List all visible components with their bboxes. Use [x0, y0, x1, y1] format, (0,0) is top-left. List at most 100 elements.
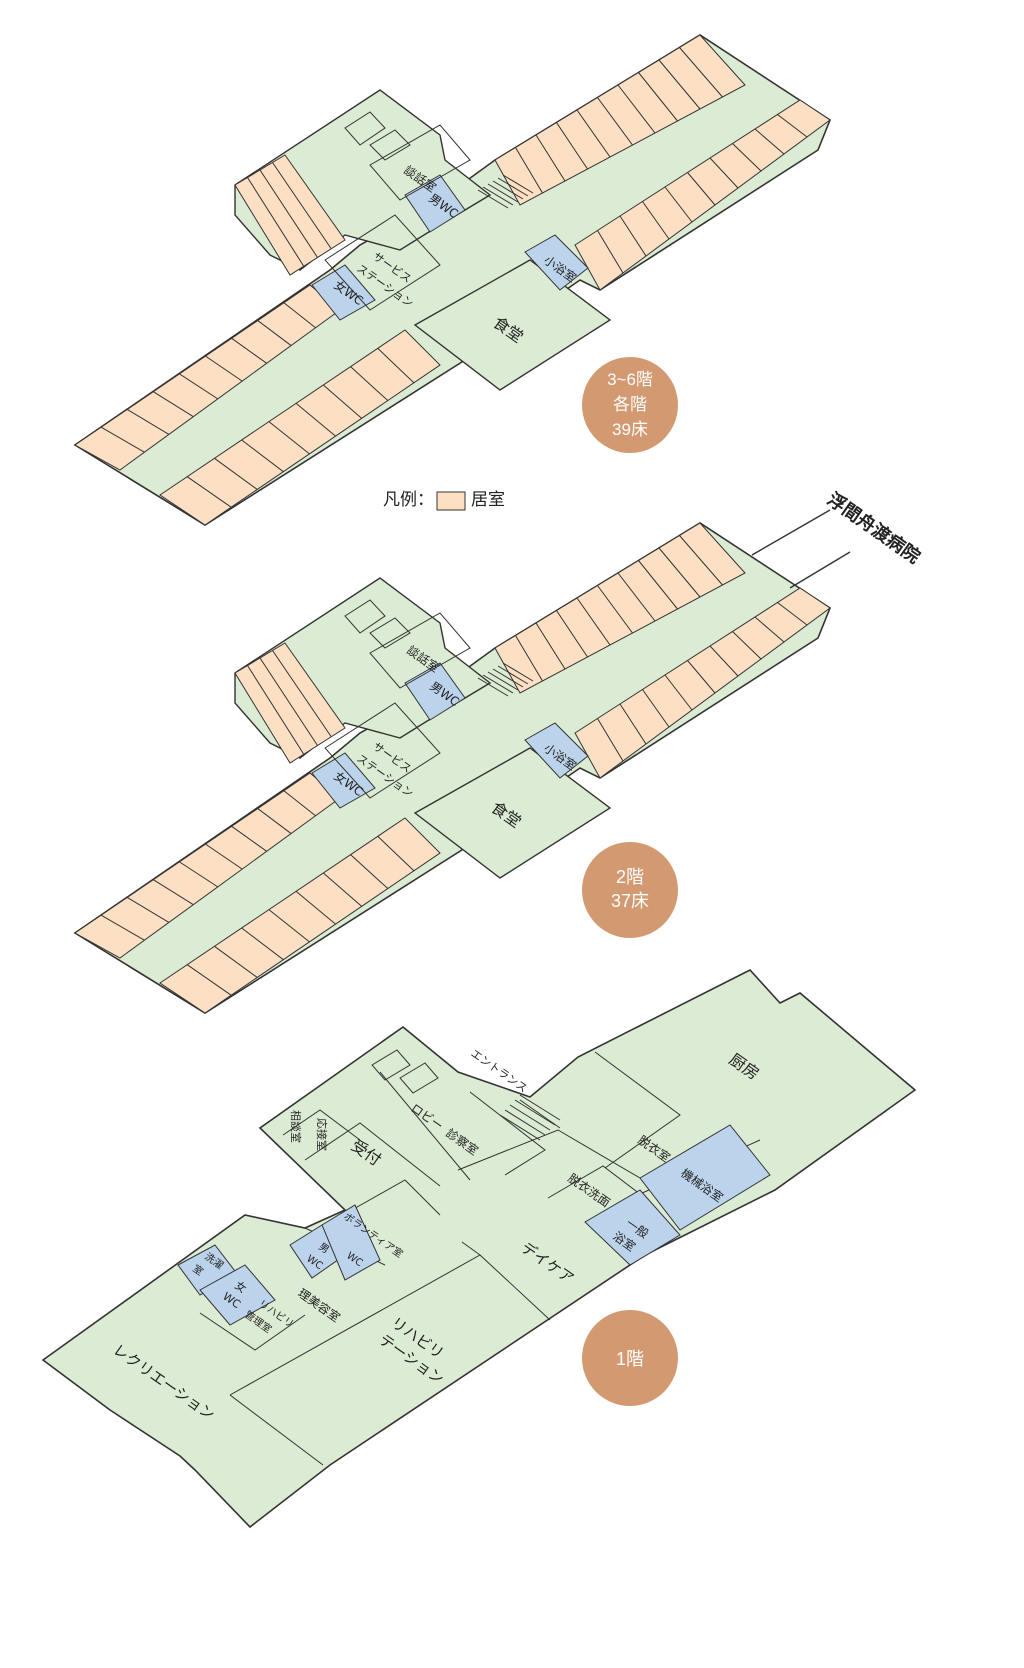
- consult-room-label: 相談室: [289, 1110, 303, 1143]
- east-south-rooms-divider: [732, 143, 762, 172]
- badge-line-1: 1階: [616, 1349, 644, 1369]
- west-south-rooms-divider: [377, 347, 415, 384]
- west-south-rooms-divider: [241, 927, 284, 961]
- men-wc-room: [404, 662, 466, 721]
- east-north-rooms-divider: [638, 72, 678, 122]
- badge-line-2: 37床: [611, 891, 649, 911]
- east-south-rooms-divider: [619, 215, 647, 257]
- stair-step: [482, 186, 514, 206]
- west-north-rooms-divider: [126, 409, 170, 435]
- east-north-rooms-divider: [515, 147, 543, 194]
- west-south-rooms-divider: [377, 835, 415, 872]
- east-north-rooms-divider: [535, 134, 566, 182]
- center-west-rooms-divider: [272, 650, 332, 738]
- center-west-rooms-divider: [247, 665, 305, 755]
- west-south-rooms-divider: [295, 402, 336, 437]
- corridor-base: [73, 34, 831, 526]
- floor-2-badge: 2階 37床: [582, 842, 678, 938]
- east-north-rooms-divider: [515, 635, 543, 682]
- west-north-rooms-divider: [283, 302, 316, 329]
- floor-2-shapes: [73, 522, 831, 1014]
- east-north-rooms: [494, 34, 746, 206]
- east-south-rooms-divider: [597, 230, 624, 274]
- stair-step: [492, 668, 524, 688]
- men-wc-room: [404, 174, 466, 233]
- stair-step: [497, 665, 529, 685]
- floor-1-elevators: [371, 1049, 439, 1094]
- stair-step: [477, 189, 509, 209]
- floor-1-stairs: [499, 1094, 561, 1141]
- stair-step: [487, 183, 519, 203]
- badge-line-3: 39床: [612, 420, 648, 439]
- east-north-rooms-divider: [597, 97, 633, 146]
- floor-1-walls: [199, 1051, 761, 1466]
- reception-room-label: 応接室: [315, 1118, 329, 1151]
- east-south-rooms-divider: [754, 128, 785, 155]
- west-north-rooms-divider: [100, 914, 145, 941]
- east-south-rooms-divider: [642, 689, 670, 728]
- west-south-rooms-divider: [214, 945, 258, 978]
- wc-room: [321, 1204, 381, 1281]
- general-bath-room: [584, 1189, 681, 1266]
- west-south-rooms-divider: [186, 476, 232, 508]
- east-south-rooms-divider: [709, 645, 739, 677]
- elevator-1: [344, 599, 386, 634]
- elevator-2: [369, 129, 411, 161]
- west-north-rooms-divider: [283, 790, 316, 817]
- elevator-1: [344, 111, 386, 146]
- west-south-rooms-divider: [268, 421, 310, 455]
- east-south-rooms-divider: [619, 703, 647, 745]
- east-south-rooms-divider: [687, 172, 716, 206]
- center-west-rooms-divider: [247, 177, 305, 267]
- east-north-rooms-divider: [576, 109, 611, 158]
- east-south-rooms-divider: [732, 631, 762, 660]
- west-north-rooms-divider: [153, 391, 194, 418]
- talk-room-outline: [369, 612, 471, 689]
- west-south-rooms-divider: [295, 890, 336, 925]
- stair-step: [477, 677, 509, 697]
- east-south-rooms: [574, 99, 831, 291]
- west-north-rooms-divider: [257, 320, 292, 346]
- stair-step: [502, 662, 534, 682]
- east-south-rooms-divider: [642, 201, 670, 240]
- legend-swatch: [436, 491, 466, 511]
- service-station-outline: [324, 214, 441, 311]
- floor-1-badge: 1階: [582, 1310, 678, 1406]
- floor-3-6-plan: 談話室 男WC サービス ステーション 女WC 小浴室 食堂 3~6階 各階 3…: [73, 34, 831, 526]
- east-north-rooms-divider: [638, 560, 678, 610]
- east-south-rooms-divider: [777, 114, 808, 138]
- stair-step: [497, 177, 529, 197]
- corridor-base: [73, 522, 831, 1014]
- west-north-rooms-divider: [153, 879, 194, 906]
- floor-1-plan: 厨房 エントランス ロビー 相談室 応接室 受付 診察室 脱衣室 機械浴室 脱衣…: [41, 969, 917, 1529]
- east-south-rooms-divider: [777, 602, 808, 626]
- east-north-rooms-divider: [679, 47, 723, 98]
- legend-label: 居室: [471, 490, 505, 510]
- east-north-rooms-divider: [597, 585, 633, 634]
- west-north-rooms-divider: [231, 825, 267, 852]
- floor-3-6-badge: 3~6階 各階 39床: [582, 357, 678, 453]
- badge-line-1: 2階: [616, 867, 644, 887]
- women-wc-room: [311, 264, 376, 321]
- stair-step: [482, 674, 514, 694]
- west-south-rooms-divider: [323, 384, 362, 419]
- east-south-rooms-divider: [709, 157, 739, 189]
- badge-circle: [582, 1310, 678, 1406]
- east-south-rooms-divider: [664, 674, 693, 711]
- floor-3-6-shapes: [73, 34, 831, 526]
- machine-bath-room: [639, 1124, 771, 1231]
- east-north-rooms-divider: [658, 59, 701, 110]
- west-south-rooms-divider: [268, 909, 310, 943]
- east-north-rooms-divider: [535, 622, 566, 670]
- west-south-rooms-divider: [241, 439, 284, 473]
- east-south-rooms-divider: [754, 616, 785, 643]
- west-south-rooms-divider: [350, 366, 389, 401]
- center-west-rooms-divider: [259, 169, 318, 258]
- dining-room: [413, 747, 612, 879]
- talk-room-outline: [369, 124, 471, 201]
- small-bath-room: [524, 234, 589, 291]
- west-north-rooms-divider: [179, 861, 219, 888]
- west-north-rooms-divider: [126, 897, 170, 923]
- west-north-rooms-divider: [257, 808, 292, 834]
